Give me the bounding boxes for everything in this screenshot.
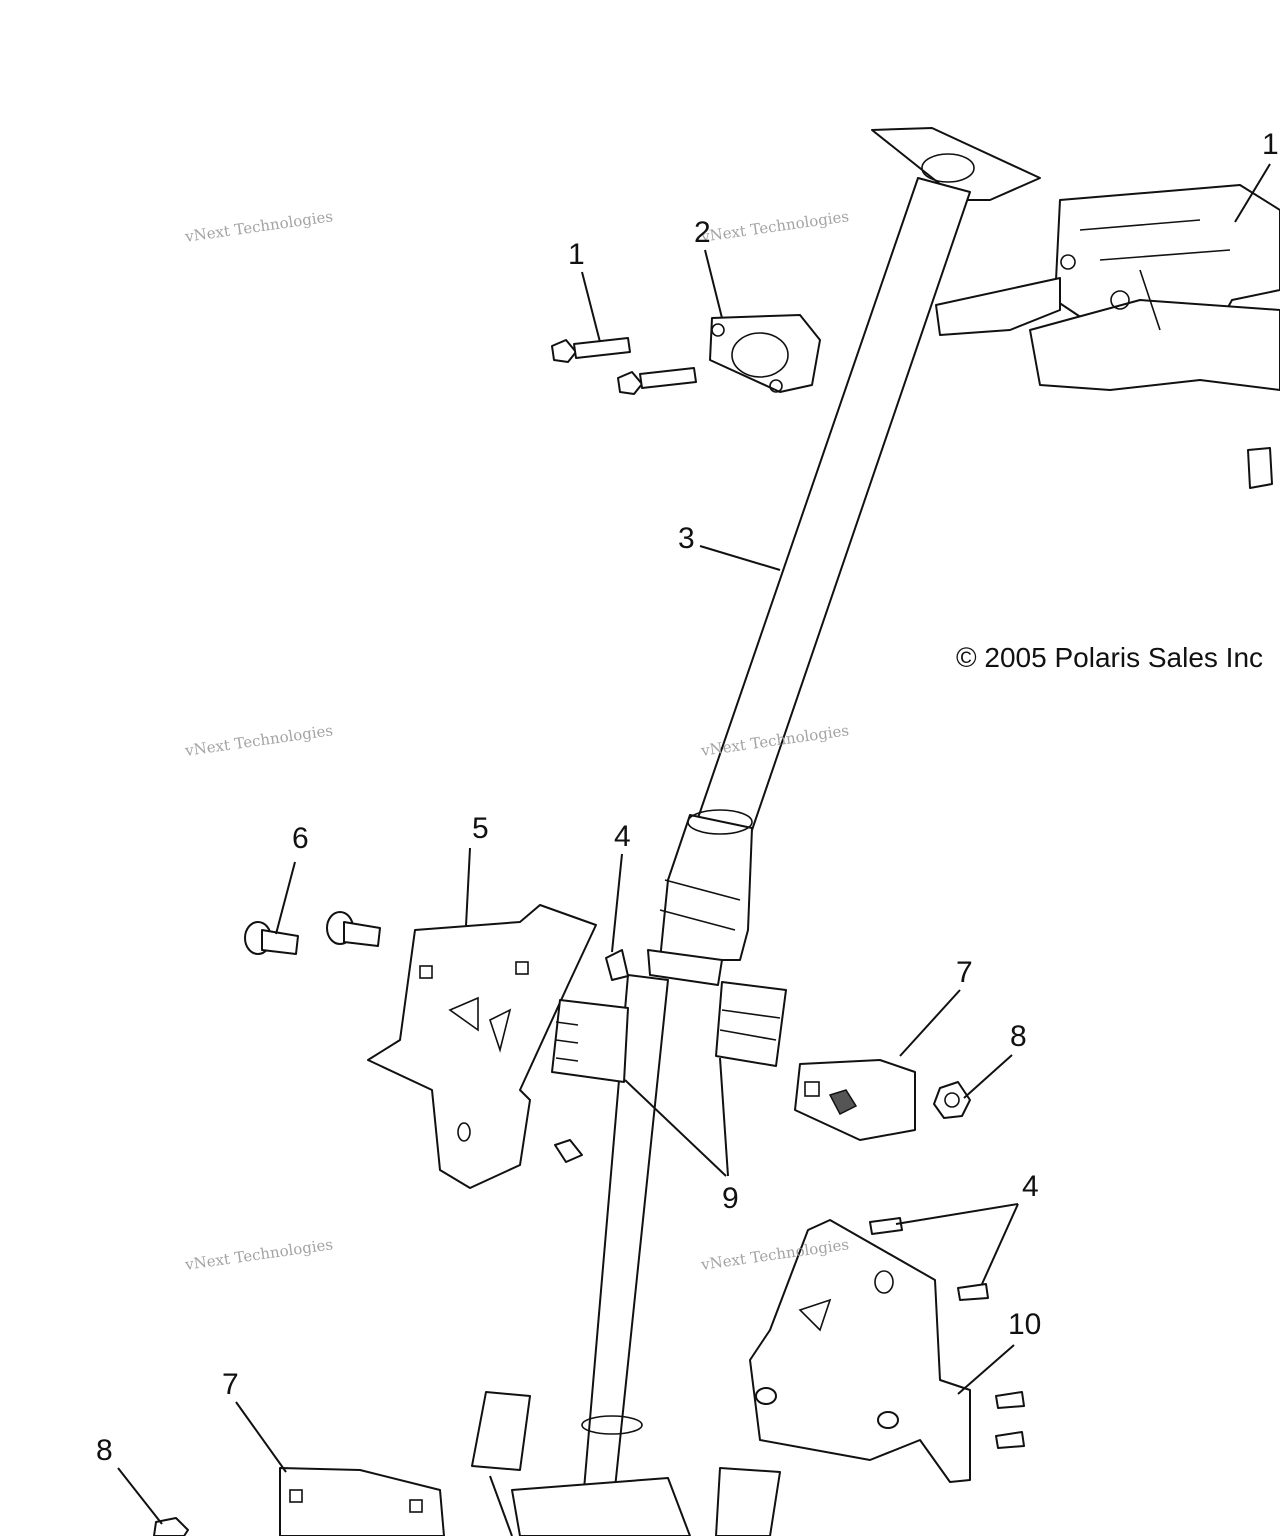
callout-7: 7: [956, 956, 973, 989]
callout-2: 2: [694, 216, 711, 249]
leader-lines: [117, 163, 1271, 1536]
nuts-8: [153, 1081, 971, 1536]
bushings-9: [471, 981, 787, 1536]
callout-4: 4: [1022, 1170, 1039, 1203]
callout-6: 6: [292, 822, 309, 855]
callout-1: 1: [1262, 128, 1279, 161]
handlebar-console: [935, 184, 1280, 489]
callout-3: 3: [678, 522, 695, 555]
callout-9: 9: [722, 1182, 739, 1215]
callout-7: 7: [222, 1368, 239, 1401]
callout-10: 10: [1008, 1308, 1042, 1341]
steering-shaft: [511, 127, 1041, 1536]
upper-bracket: [367, 904, 597, 1189]
bolts-1: [551, 337, 697, 395]
clamp-7-left: [279, 1467, 445, 1536]
callout-4: 4: [614, 820, 631, 853]
copyright-notice: © 2005 Polaris Sales Inc: [956, 642, 1264, 673]
callout-1: 1: [568, 238, 585, 271]
bolts-4: [554, 949, 1025, 1449]
callout-8: 8: [96, 1434, 113, 1467]
bolts-6: [244, 911, 381, 955]
clamp-7-right: [794, 1059, 916, 1141]
shaft-clamp: [709, 314, 821, 393]
callout-5: 5: [472, 812, 489, 845]
lower-bracket: [749, 1219, 971, 1483]
callout-8: 8: [1010, 1020, 1027, 1053]
